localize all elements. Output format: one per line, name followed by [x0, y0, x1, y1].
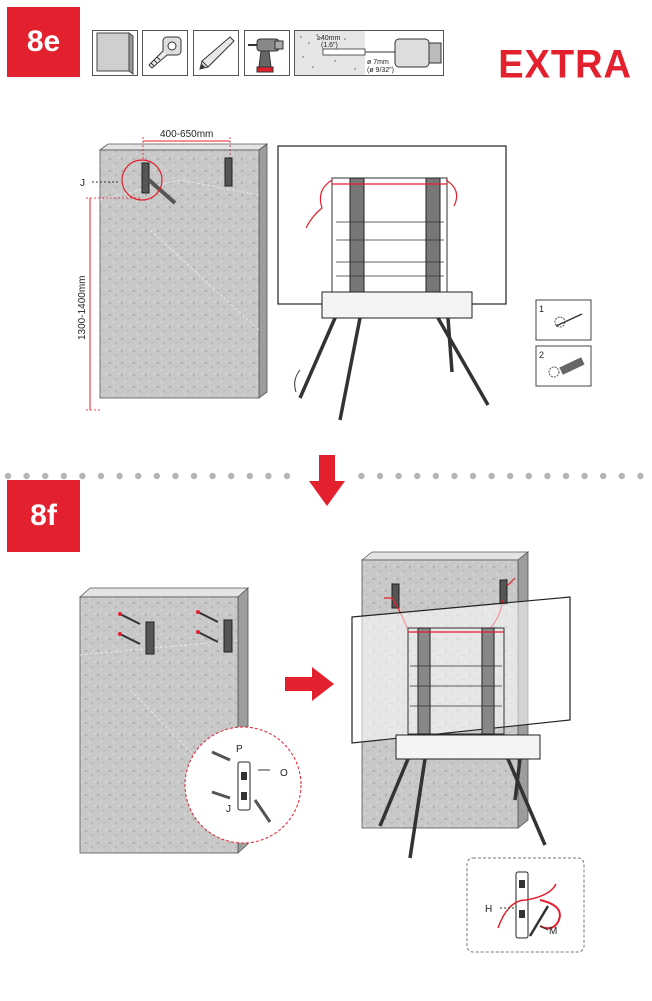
divider-dot	[190, 472, 198, 480]
cable-detail-box: H M	[466, 857, 585, 953]
step-8f-badge: 8f	[7, 480, 80, 552]
label-p: P	[236, 744, 243, 755]
height-dimension-label: 1300-1400mm	[77, 276, 88, 340]
label-o: O	[280, 768, 288, 779]
divider-dot	[228, 472, 235, 480]
divider-dot	[469, 472, 477, 480]
section-divider	[4, 472, 644, 480]
substep-2-box: 2	[535, 345, 592, 387]
divider-dot	[283, 472, 291, 480]
step-8e-diagram: 400-650mm 1300-1400mm J	[77, 129, 592, 421]
wall-bracket-left: J	[80, 159, 177, 205]
tv-on-stand	[277, 145, 507, 421]
divider-dot	[637, 472, 644, 480]
tape-measure-icon	[142, 30, 188, 76]
divider-dot	[432, 472, 439, 480]
divider-dot	[395, 472, 402, 480]
divider-dot	[116, 472, 123, 480]
divider-dot	[376, 472, 384, 480]
height-dimension: 1300-1400mm	[77, 197, 142, 411]
drill-bit-text: ø 7mm	[367, 59, 389, 66]
substep-1-box: 1	[535, 299, 592, 341]
label-m: M	[549, 926, 557, 937]
divider-dot	[42, 472, 49, 480]
divider-dot	[488, 472, 495, 480]
divider-dot	[60, 472, 67, 480]
substep-2-label: 2	[539, 350, 544, 360]
divider-dot	[209, 472, 216, 480]
divider-dot	[618, 472, 625, 480]
step-8f-diagram: P O J	[78, 551, 585, 953]
divider-dot	[23, 472, 30, 480]
wall-tile-icon	[92, 30, 138, 76]
divider-dot	[97, 472, 105, 480]
right-arrow-icon	[285, 667, 334, 701]
tv-mounted	[351, 577, 571, 859]
bracket-j-label: J	[80, 178, 85, 189]
wall-bracket-right	[224, 157, 233, 187]
divider-dot	[246, 472, 253, 480]
divider-dot	[135, 472, 142, 480]
bracket-screws-right	[196, 610, 233, 653]
down-arrow-icon	[309, 455, 345, 506]
width-dimension-label: 400-650mm	[160, 129, 213, 140]
substep-1-label: 1	[539, 304, 544, 314]
divider-dot	[581, 472, 588, 480]
divider-dot	[562, 472, 570, 480]
drill-icon	[244, 30, 290, 76]
width-dimension: 400-650mm	[142, 129, 231, 160]
divider-dot	[507, 472, 514, 480]
label-h: H	[485, 904, 492, 915]
step-8e-badge: 8e	[7, 7, 80, 77]
divider-dot	[358, 472, 365, 480]
label-j: J	[226, 804, 231, 815]
divider-dot	[414, 472, 421, 480]
divider-dot	[600, 472, 607, 480]
bracket-detail-callout: P O J	[184, 726, 302, 844]
pencil-icon	[193, 30, 239, 76]
drill-depth-inch-text: (1.6")	[321, 42, 338, 49]
drill-bit-inch-text: (ø 9/32")	[367, 67, 394, 74]
divider-dot	[172, 472, 179, 480]
divider-dot	[544, 472, 551, 480]
divider-dot	[153, 472, 160, 480]
wall-8e	[98, 143, 269, 399]
bracket-screws-left	[118, 612, 155, 655]
extra-label: EXTRA	[498, 42, 632, 88]
divider-dot	[265, 472, 272, 480]
drill-depth-spec-icon: ≥40mm (1.6") ø 7mm (ø 9/32")	[294, 30, 444, 76]
divider-dot	[451, 472, 458, 480]
divider-dot	[525, 472, 532, 480]
drill-depth-text: ≥40mm	[317, 35, 340, 42]
divider-dot	[4, 472, 12, 480]
divider-dot	[79, 472, 86, 480]
